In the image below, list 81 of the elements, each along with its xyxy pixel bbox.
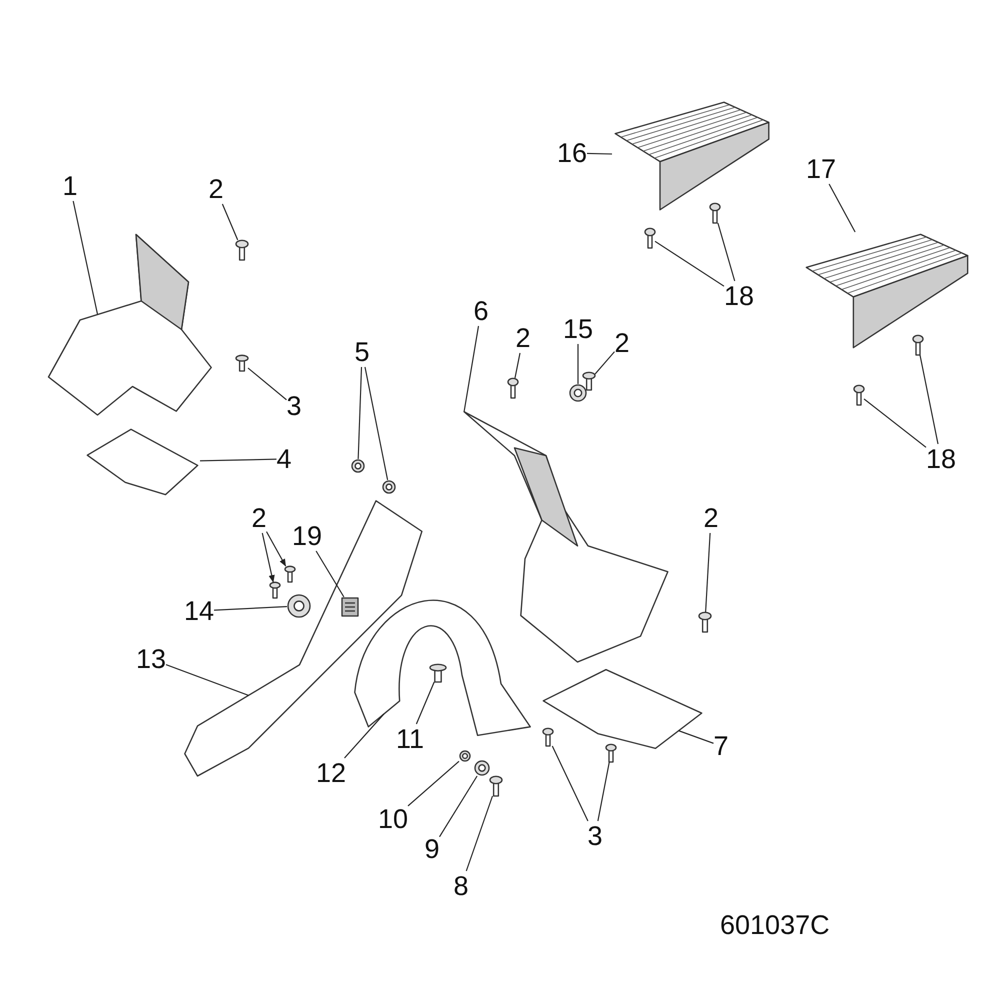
callout-number: 10: [378, 804, 408, 834]
leader-line: [358, 366, 362, 460]
callout-number: 2: [251, 503, 267, 533]
callout-number: 16: [556, 138, 588, 168]
callout-number: 5: [354, 337, 370, 367]
leader-line: [514, 352, 521, 378]
screw-drawing: [543, 728, 553, 746]
fastener-drawing: [430, 664, 446, 682]
leader-line: [864, 398, 926, 448]
callout-number: 12: [316, 758, 346, 788]
leader-arrow: [262, 532, 275, 583]
screw-drawing: [270, 582, 280, 598]
leader-line: [717, 222, 736, 282]
cover-plate-drawing: [540, 668, 705, 750]
callout-number: 7: [713, 731, 729, 761]
screw-drawing: [854, 385, 864, 405]
callout-number: 11: [396, 724, 424, 754]
leader-line: [214, 606, 288, 611]
callout-number: 6: [473, 296, 489, 326]
leader-line: [597, 762, 610, 822]
leader-line: [594, 351, 615, 374]
screw-drawing: [913, 335, 923, 355]
leader-line: [552, 746, 588, 822]
leader-line: [344, 714, 384, 758]
clip-drawing: [569, 384, 587, 402]
callout-number: 4: [276, 444, 292, 474]
leader-line: [364, 366, 388, 480]
nut-drawing: [382, 480, 396, 494]
callout-number: 8: [453, 871, 469, 901]
leader-line: [586, 152, 612, 155]
screw-drawing: [699, 612, 711, 632]
callout-number: 3: [286, 391, 302, 421]
leader-arrow: [266, 531, 286, 567]
callout-number: 14: [184, 596, 214, 626]
screw-drawing: [236, 355, 248, 371]
screw-drawing: [710, 203, 720, 223]
leader-line: [577, 344, 579, 384]
callout-number: 2: [614, 328, 630, 358]
screw-drawing: [606, 744, 616, 762]
leader-line: [72, 200, 98, 314]
callout-number: 18: [926, 444, 956, 474]
callout-number: 2: [208, 174, 224, 204]
cover-plate-drawing: [85, 428, 200, 496]
screw-drawing: [583, 372, 595, 390]
leader-line: [464, 326, 480, 412]
leader-line: [248, 368, 287, 400]
callout-number: 9: [424, 834, 440, 864]
leader-line: [200, 458, 277, 462]
callout-number: 3: [587, 821, 603, 851]
screw-drawing: [645, 228, 655, 248]
leader-line: [222, 204, 238, 240]
leader-line: [439, 776, 478, 838]
nut-drawing: [474, 760, 490, 776]
screw-drawing: [508, 378, 518, 398]
footrest-drawing: [803, 232, 971, 350]
callout-number: 17: [806, 154, 836, 184]
screw-drawing: [285, 566, 295, 582]
leader-line: [678, 730, 714, 744]
callout-number: 13: [136, 644, 166, 674]
callout-number: 15: [562, 314, 594, 344]
leader-line: [466, 796, 494, 872]
grommet-drawing: [287, 596, 311, 616]
leader-line: [654, 240, 724, 287]
drawing-number: 601037C: [720, 910, 830, 941]
bolt-drawing: [490, 776, 502, 796]
leader-line: [828, 184, 856, 232]
nut-drawing: [351, 459, 365, 473]
callout-number: 2: [703, 503, 719, 533]
callout-number: 19: [292, 521, 322, 551]
callout-number: 1: [62, 171, 78, 201]
leader-line: [919, 354, 939, 444]
leader-line: [705, 532, 711, 612]
callout-number: 2: [515, 323, 531, 353]
leader-line: [416, 682, 435, 724]
leader-line: [166, 664, 249, 696]
footrest-drawing: [612, 100, 772, 212]
leader-line: [316, 550, 344, 598]
screw-drawing: [236, 240, 248, 260]
callout-number: 18: [724, 281, 754, 311]
washer-drawing: [459, 750, 471, 762]
leader-line: [408, 760, 460, 806]
